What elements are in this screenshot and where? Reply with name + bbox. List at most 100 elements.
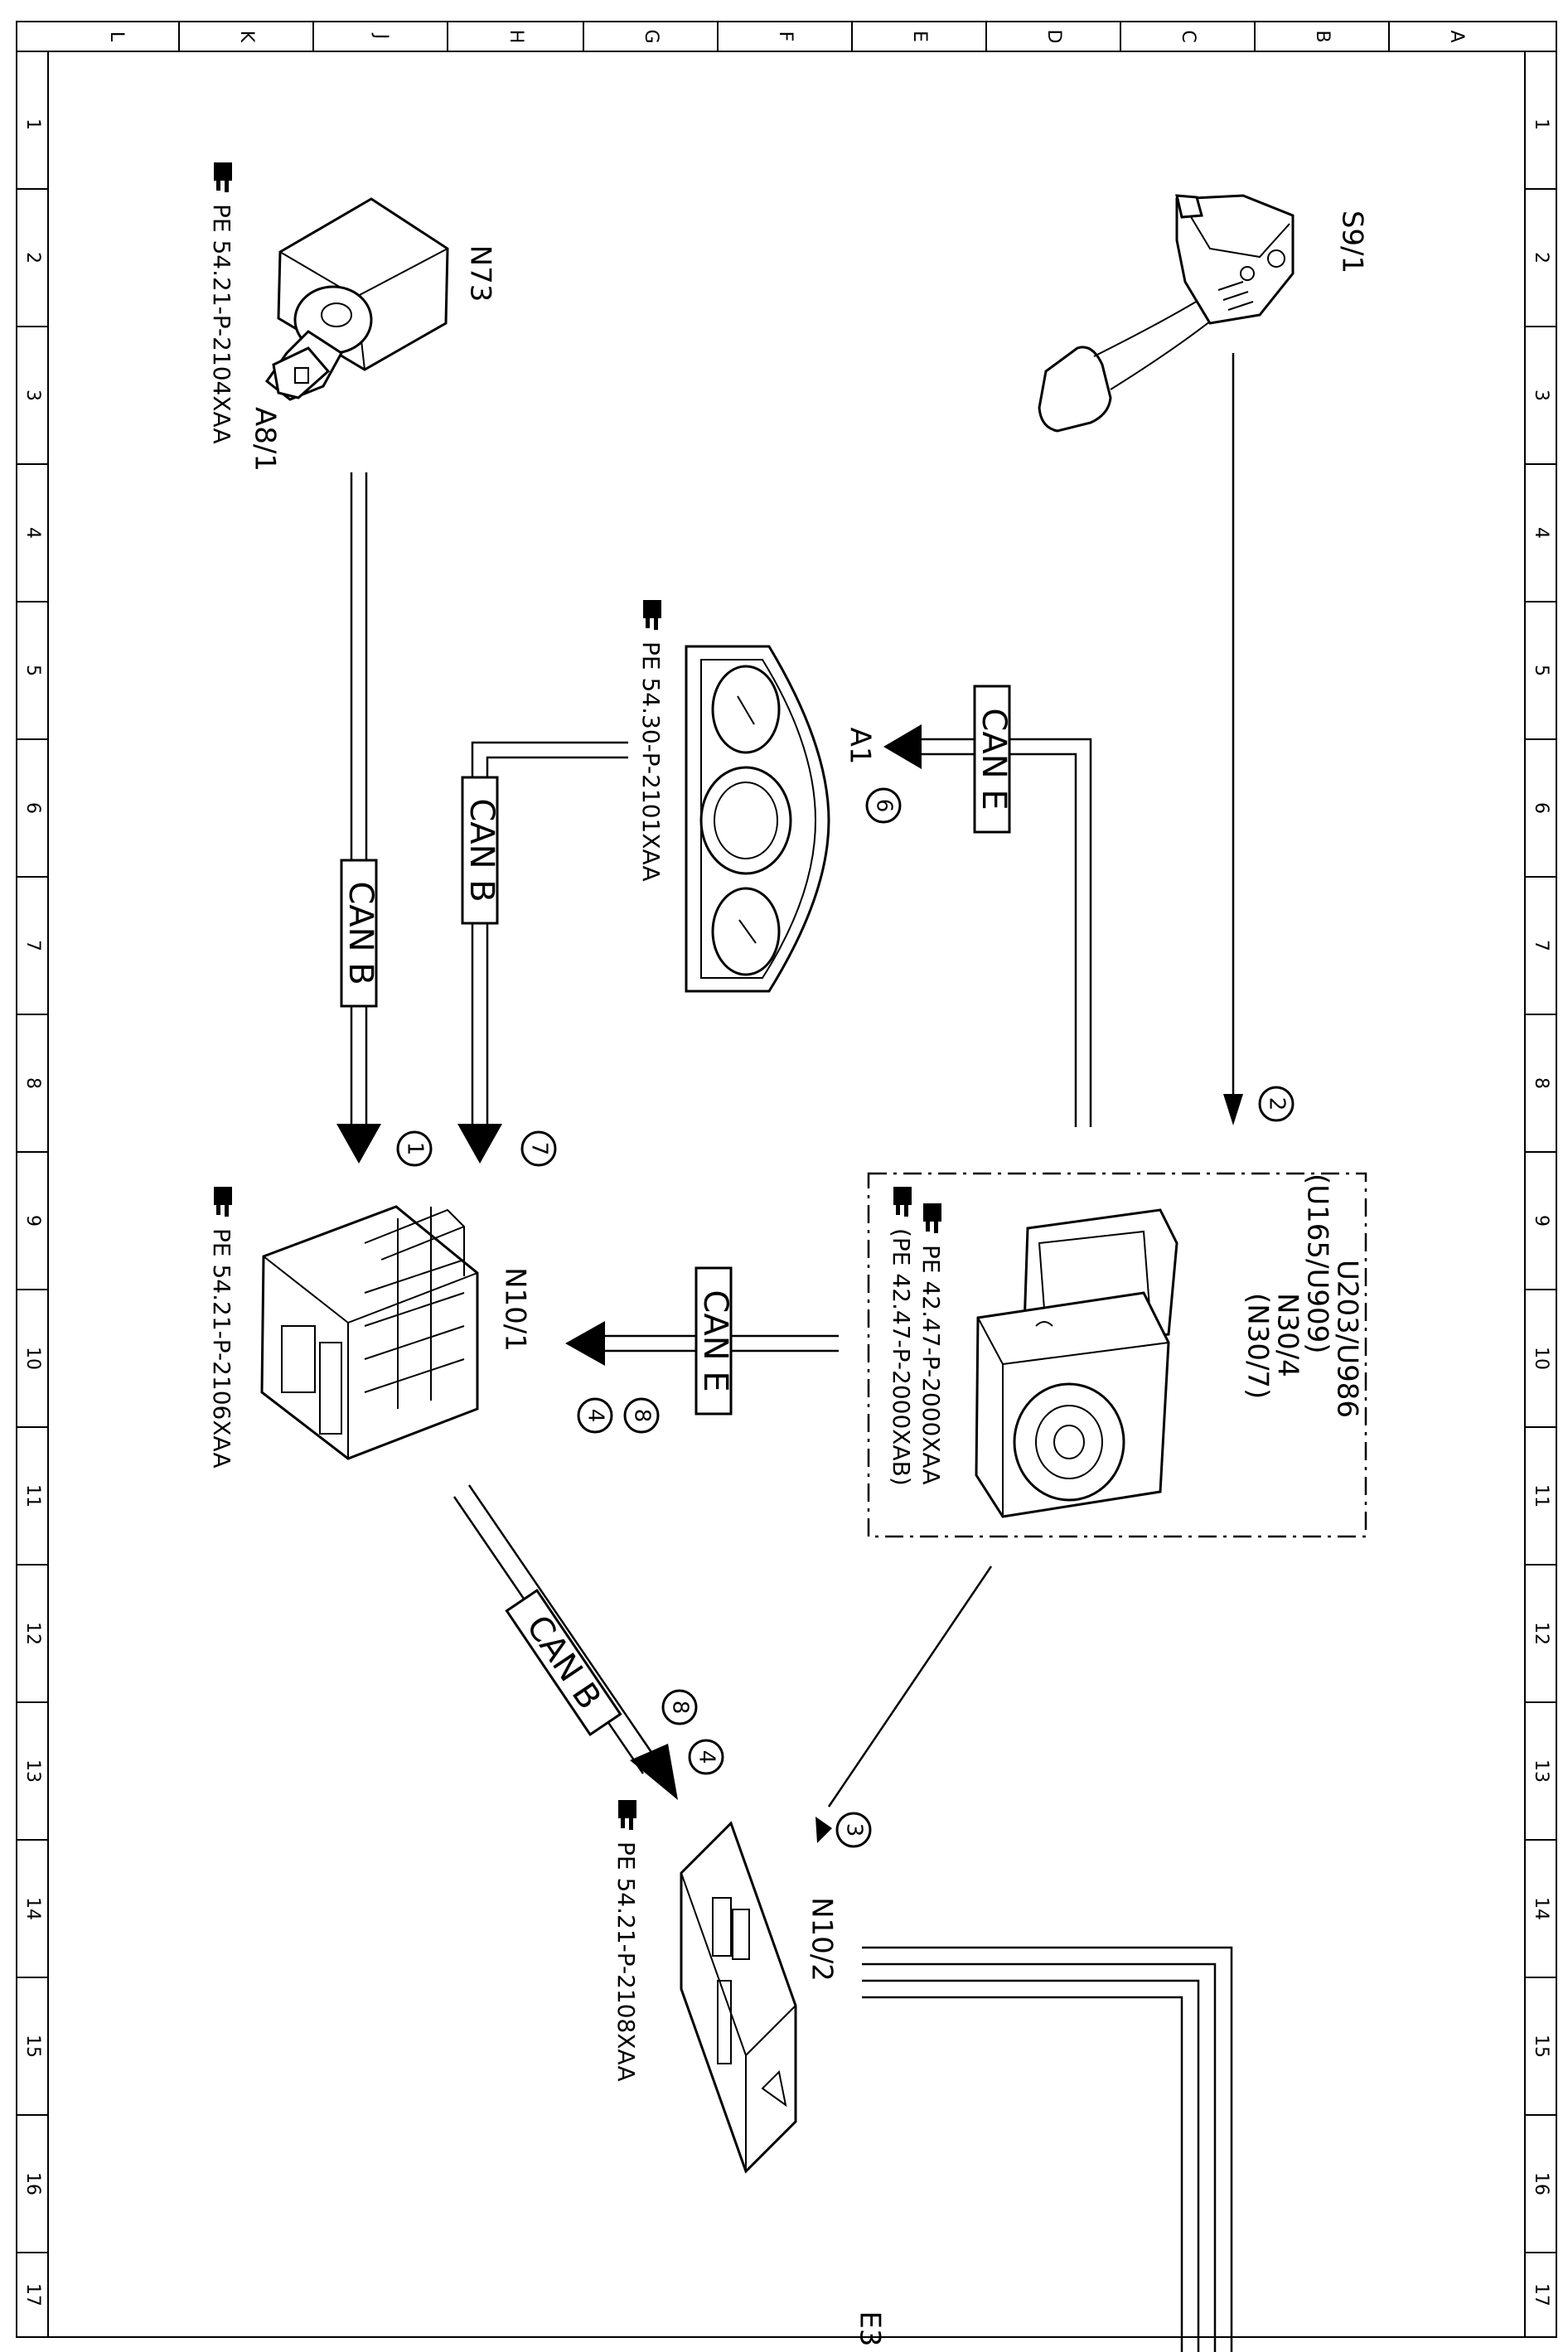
column-label: L: [106, 31, 127, 42]
marker-4b-label: 4: [694, 1750, 719, 1764]
row-label: 13: [22, 1759, 43, 1783]
can-e-to-a1: CAN E: [883, 685, 1092, 1127]
n30-line-2: (U165/U909): [1301, 1174, 1334, 1354]
a1-ref: PE 54.30-P-2101XAA: [637, 641, 665, 882]
n10-2-outgoing-lines: [862, 1946, 1233, 2352]
row-label: 17: [1531, 2283, 1551, 2306]
row-label: 8: [1531, 1077, 1551, 1089]
drawing-frame: L K J H G F E D C B A 1 2 3 4 5 6 7 8 9 …: [16, 21, 1557, 2347]
row-label: 14: [22, 1897, 43, 1920]
marker-7: 7: [520, 1130, 557, 1167]
row-label: 2: [1531, 252, 1551, 264]
row-label: 10: [22, 1347, 43, 1370]
row-label: 2: [22, 252, 43, 264]
n30-line-1: U203/U986: [1331, 1260, 1364, 1418]
column-label: K: [236, 31, 257, 43]
a1-instrument-cluster[interactable]: A1 PE 54.30-P-2101XAA: [637, 600, 877, 993]
column-label: G: [641, 29, 661, 43]
pointing-hand-icon: [214, 1187, 232, 1217]
s9-1-label: S9/1: [1336, 211, 1369, 273]
column-label: J: [370, 32, 391, 40]
can-b-bus-label: CAN B: [341, 881, 380, 985]
row-label: 12: [22, 1622, 43, 1645]
row-label: 17: [22, 2283, 43, 2306]
row-label: 11: [22, 1484, 43, 1508]
row-label: 4: [1531, 527, 1551, 539]
pointing-hand-icon: [893, 1187, 912, 1217]
row-label: 4: [22, 527, 43, 539]
column-labels: L K J H G F E D C B A: [106, 29, 1467, 43]
row-label: 13: [1531, 1759, 1551, 1783]
n30-line-4: (N30/7): [1241, 1293, 1275, 1399]
row-label: 3: [1531, 390, 1551, 401]
n30-to-n10-2-line: [815, 1566, 993, 1843]
marker-6-label: 6: [872, 799, 897, 813]
row-label: 8: [22, 1077, 43, 1089]
marker-3-label: 3: [842, 1823, 867, 1837]
row-label: 11: [1531, 1484, 1551, 1508]
s9-1-brake-light-switch[interactable]: S9/1: [1038, 194, 1369, 433]
row-label: 1: [22, 119, 43, 130]
row-label: 6: [1531, 802, 1551, 814]
can-e-n30-to-n10-1: CAN E: [565, 1266, 839, 1416]
a1-label: A1: [844, 728, 877, 765]
row-label: 7: [22, 940, 43, 951]
marker-2: 2: [1258, 1086, 1295, 1122]
can-b-bus-label-2: CAN B: [462, 798, 501, 902]
column-label: D: [1043, 30, 1064, 44]
marker-4a: 4: [577, 1397, 613, 1434]
s9-1-to-n30-line: [1223, 353, 1243, 1125]
column-label: A: [1446, 30, 1467, 42]
n10-1-sam-module[interactable]: N10/1 PE 54.21-P-2106XAA: [208, 1187, 532, 1469]
marker-1-label: 1: [403, 1142, 428, 1156]
row-label: 6: [22, 802, 43, 814]
row-label: 9: [1531, 1215, 1551, 1227]
n73-ref: PE 54.21-P-2104XAA: [208, 204, 235, 444]
marker-4a-label: 4: [583, 1409, 608, 1423]
row-labels-right: 1 2 3 4 5 6 7 8 9 10 11 12 13 14 15 16 1…: [1531, 119, 1551, 2306]
column-label: C: [1178, 30, 1198, 42]
row-label: 1: [1531, 119, 1551, 130]
n30-ref-1: PE 42.47-P-2000XAA: [917, 1245, 945, 1485]
pointing-hand-icon: [923, 1203, 941, 1233]
n30-line-3: N30/4: [1271, 1293, 1304, 1377]
can-b-n73-to-n10-1: CAN B: [336, 472, 381, 1164]
n10-2-sam-module[interactable]: N10/2 PE 54.21-P-2108XAA: [612, 1800, 839, 2174]
can-b-n10-1-to-n10-2: CAN B: [452, 1484, 678, 1800]
pointing-hand-icon: [618, 1800, 636, 1830]
marker-6: 6: [865, 787, 902, 824]
column-label: B: [1312, 30, 1333, 42]
sheet-id: E3: [854, 2311, 887, 2346]
marker-8b: 8: [661, 1689, 698, 1725]
marker-1: 1: [396, 1130, 433, 1167]
row-label: 12: [1531, 1622, 1551, 1645]
row-label: 5: [1531, 665, 1551, 676]
row-label: 15: [1531, 2035, 1551, 2058]
n10-2-label: N10/2: [806, 1897, 839, 1982]
can-e-bus-label-2: CAN E: [696, 1290, 734, 1391]
pointing-hand-icon: [643, 600, 661, 630]
row-label: 15: [22, 2035, 43, 2058]
a8-1-label: A8/1: [249, 407, 282, 472]
can-e-bus-label: CAN E: [975, 708, 1013, 810]
column-label: H: [506, 30, 526, 44]
n73-ignition-switch[interactable]: N73 A8/1 PE 54.21-P-2104XAA: [208, 162, 497, 472]
marker-2-label: 2: [1265, 1097, 1290, 1111]
column-label: F: [775, 31, 796, 42]
n10-1-label: N10/1: [499, 1267, 532, 1352]
row-label: 16: [22, 2172, 43, 2195]
can-b-a1-to-n10-1: CAN B: [457, 741, 628, 1164]
marker-7-label: 7: [527, 1142, 552, 1156]
marker-3: 3: [835, 1812, 872, 1848]
n10-1-ref: PE 54.21-P-2106XAA: [208, 1228, 235, 1469]
n73-label: N73: [464, 245, 497, 302]
marker-8b-label: 8: [668, 1701, 693, 1715]
n30-abs-esp-module[interactable]: U203/U986 (U165/U909) N30/4 (N30/7) PE 4…: [867, 1172, 1367, 1538]
row-label: 5: [22, 665, 43, 676]
row-label: 16: [1531, 2172, 1551, 2195]
pointing-hand-icon: [214, 162, 232, 192]
row-labels-left: 1 2 3 4 5 6 7 8 9 10 11 12 13 14 15 16 1…: [22, 119, 43, 2306]
marker-4b: 4: [688, 1739, 724, 1775]
row-label: 7: [1531, 940, 1551, 951]
